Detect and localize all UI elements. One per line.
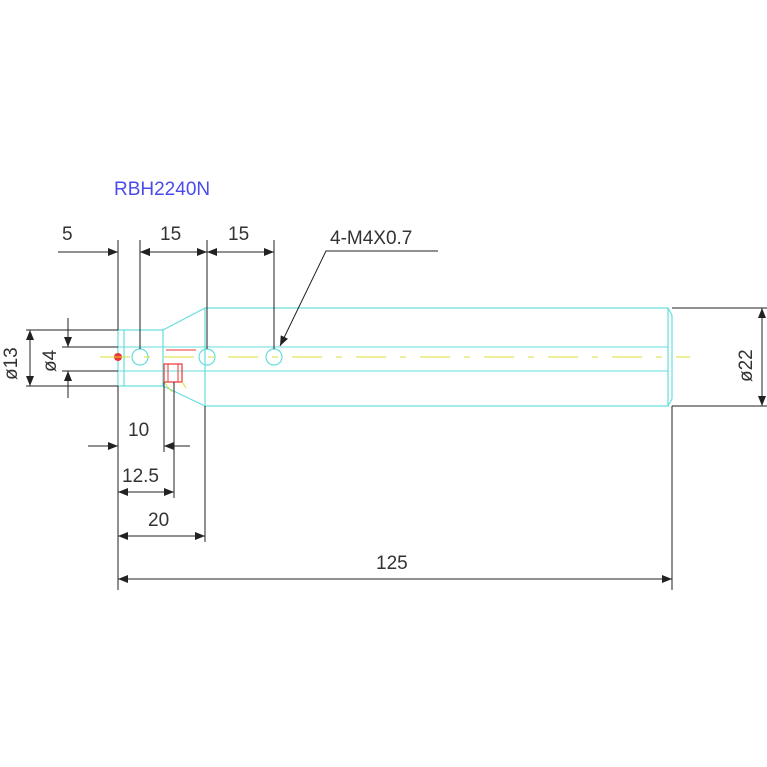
part-number-title: RBH2240N bbox=[114, 179, 210, 200]
dim-dia13: ø13 bbox=[1, 347, 22, 380]
part-outline bbox=[117, 307, 673, 407]
dim-125: 125 bbox=[376, 553, 408, 574]
dim-10: 10 bbox=[128, 420, 149, 441]
dim-12-5: 12.5 bbox=[122, 466, 159, 487]
main-shank bbox=[204, 307, 669, 407]
taper-top bbox=[162, 307, 206, 331]
dim-dia22: ø22 bbox=[736, 349, 757, 382]
dim-15a: 15 bbox=[160, 224, 181, 245]
thread-note: 4-M4X0.7 bbox=[330, 228, 412, 249]
dim-dia4: ø4 bbox=[40, 349, 61, 372]
dim-5: 5 bbox=[62, 224, 73, 245]
dim-20: 20 bbox=[148, 510, 169, 531]
dimensions bbox=[26, 240, 767, 590]
dim-15b: 15 bbox=[228, 224, 249, 245]
